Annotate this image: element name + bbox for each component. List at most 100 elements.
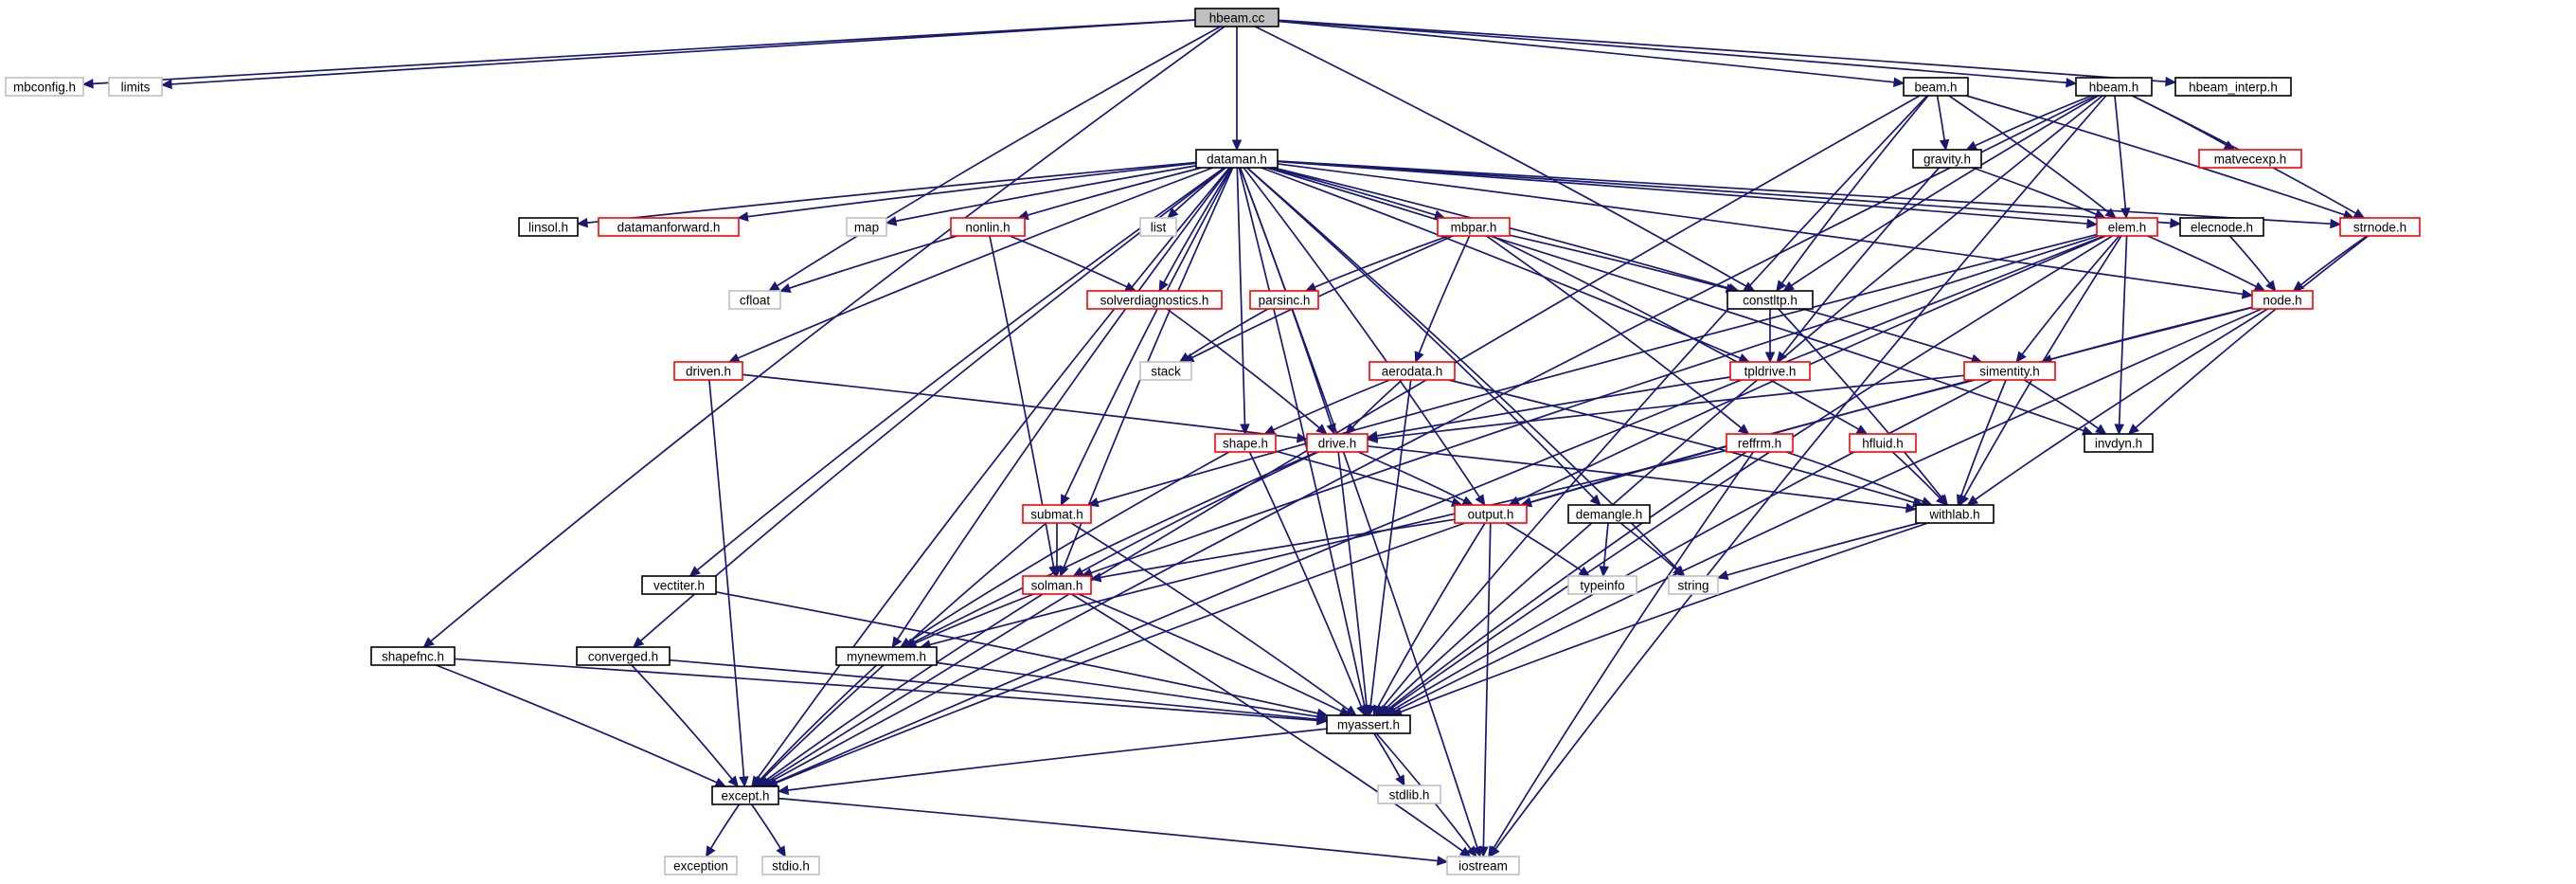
edge-parsinc_h-to-stack (1178, 308, 1269, 363)
node-hbeam-h[interactable]: hbeam.h (2075, 77, 2153, 97)
node-invdyn-h[interactable]: invdyn.h (2084, 433, 2154, 453)
node-exception: exception (664, 856, 738, 875)
node-label: beam.h (1914, 81, 1957, 95)
node-strnode-h[interactable]: strnode.h (2339, 217, 2421, 237)
node-demangle-h[interactable]: demangle.h (1567, 504, 1651, 524)
node-label: exception (673, 859, 728, 874)
edge-output_h-to-iostream (1478, 522, 1492, 858)
edge-hbeam_cc-to-beam_h (1278, 20, 1905, 88)
node-myassert-h[interactable]: myassert.h (1326, 714, 1411, 734)
node-mbpar-h[interactable]: mbpar.h (1437, 217, 1511, 237)
node-solverdiagnostics-h[interactable]: solverdiagnostics.h (1086, 290, 1223, 310)
node-label: strnode.h (2353, 221, 2406, 235)
node-nonlin-h[interactable]: nonlin.h (950, 217, 1026, 237)
node-mbconfig-h: mbconfig.h (5, 77, 84, 97)
node-label: parsinc.h (1259, 294, 1311, 308)
node-stdio-h: stdio.h (761, 856, 820, 875)
node-elem-h[interactable]: elem.h (2096, 217, 2158, 237)
node-dataman-h[interactable]: dataman.h (1195, 149, 1279, 169)
node-box (370, 646, 456, 666)
edge-dataman_h-to-node_h (1277, 163, 2254, 299)
node-box (1726, 290, 1814, 310)
edge-beam_h-to-constltp_h (1776, 95, 1929, 292)
edge-beam_h-to-gravity_h (1936, 95, 1950, 152)
node-label: iostream (1458, 859, 1508, 874)
node-box (1454, 504, 1528, 524)
edge-myassert_h-to-stdlib_h (1373, 732, 1405, 787)
edge-hbeam_cc-to-constltp_h (1254, 26, 1756, 292)
node-mynewmem-h[interactable]: mynewmem.h (835, 646, 938, 666)
node-label: reffrm.h (1738, 437, 1781, 451)
node-label: hbeam_interp.h (2189, 81, 2278, 95)
node-node-h[interactable]: node.h (2251, 290, 2314, 310)
edge-output_h-to-typeinfo (1505, 522, 1591, 577)
edge-demangle_h-to-typeinfo (1599, 522, 1609, 578)
node-shape-h[interactable]: shape.h (1214, 433, 1277, 453)
node-datamanforward-h[interactable]: datamanforward.h (598, 217, 740, 237)
node-label: stdio.h (772, 859, 810, 874)
node-withlab-h[interactable]: withlab.h (1915, 504, 1995, 524)
node-label: nonlin.h (965, 221, 1010, 235)
node-shapefnc-h[interactable]: shapefnc.h (370, 646, 456, 666)
edge-driven_h-to-drive_h (742, 373, 1309, 443)
node-label: output.h (1468, 508, 1514, 522)
edge-simentity_h-to-drive_h (1366, 374, 1965, 443)
node-label: withlab.h (1928, 508, 1979, 522)
node-box (108, 77, 163, 97)
node-gravity-h[interactable]: gravity.h (1912, 149, 1982, 169)
node-box (761, 856, 820, 875)
node-box (1729, 361, 1811, 381)
node-beam-h[interactable]: beam.h (1903, 77, 1969, 97)
node-tpldrive-h[interactable]: tpldrive.h (1729, 361, 1811, 381)
edge-node_h-to-withlab_h (1966, 308, 2268, 506)
node-parsinc-h[interactable]: parsinc.h (1249, 290, 1319, 310)
node-elecnode-h[interactable]: elecnode.h (2179, 217, 2264, 237)
edge-hbeam_cc-to-limits (160, 19, 1196, 90)
node-box (664, 856, 738, 875)
edge-constltp_h-to-withlab_h (1778, 308, 1949, 506)
node-label: shape.h (1223, 437, 1268, 451)
node-box (1963, 361, 2056, 381)
node-simentity-h[interactable]: simentity.h (1963, 361, 2056, 381)
node-box (835, 646, 938, 666)
node-linsol-h[interactable]: linsol.h (518, 217, 579, 237)
node-driven-h[interactable]: driven.h (673, 361, 743, 381)
node-reffrm-h[interactable]: reffrm.h (1726, 433, 1794, 453)
edge-output_h-to-solman_h (1089, 518, 1456, 583)
node-box (2339, 217, 2421, 237)
edge-solman_h-to-myassert_h (1078, 593, 1351, 716)
node-submat-h[interactable]: submat.h (1022, 504, 1092, 524)
node-box (1437, 217, 1511, 237)
node-stack: stack (1139, 361, 1192, 381)
edge-output_h-to-myassert_h (1372, 522, 1486, 717)
node-output-h[interactable]: output.h (1454, 504, 1528, 524)
node-label: solverdiagnostics.h (1100, 294, 1209, 308)
edge-beam_h-to-elem_h (1948, 95, 2117, 219)
edge-driven_h-to-except_h (708, 379, 749, 788)
node-matvecexp-h[interactable]: matvecexp.h (2198, 149, 2302, 169)
edge-reffrm_h-to-iostream (1488, 451, 1755, 858)
node-label: simentity.h (1979, 365, 2040, 379)
node-box (518, 217, 579, 237)
node-hfluid-h[interactable]: hfluid.h (1849, 433, 1917, 453)
node-label: drive.h (1318, 437, 1357, 451)
node-box (1567, 504, 1651, 524)
node-converged-h[interactable]: converged.h (576, 646, 671, 666)
node-box (2084, 433, 2154, 453)
node-box (2251, 290, 2314, 310)
node-box (1086, 290, 1223, 310)
node-solman-h[interactable]: solman.h (1022, 575, 1092, 595)
node-constltp-h[interactable]: constltp.h (1726, 290, 1814, 310)
node-iostream: iostream (1446, 856, 1520, 875)
node-hbeam-cc[interactable]: hbeam.cc (1194, 8, 1279, 27)
node-vectiter-h[interactable]: vectiter.h (641, 575, 717, 595)
node-drive-h[interactable]: drive.h (1306, 433, 1368, 453)
node-box (1326, 714, 1411, 734)
edge-submat_h-to-solman_h (1051, 523, 1063, 578)
node-hbeam-interp-h[interactable]: hbeam_interp.h (2174, 77, 2292, 97)
edge-hbeam_h-to-gravity_h (1965, 95, 2092, 151)
node-aerodata-h[interactable]: aerodata.h (1368, 361, 1456, 381)
node-except-h[interactable]: except.h (711, 785, 779, 805)
